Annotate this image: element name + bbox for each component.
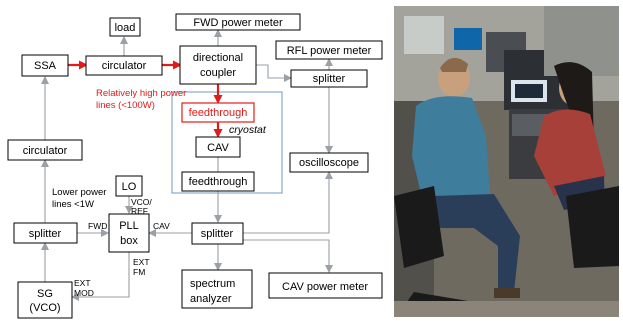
sg-label-1: SG	[37, 288, 53, 300]
directional-coupler-label-2: coupler	[200, 67, 236, 79]
splitter-right-box	[290, 69, 368, 88]
pll-label-2: box	[120, 235, 138, 247]
sg-label-2: (VCO)	[29, 302, 60, 314]
oscilloscope-label: oscilloscope	[299, 157, 359, 169]
cryostat-label: cryostat	[229, 124, 267, 136]
rf-system-block-diagram: load SSA circulator directional coupler …	[7, 13, 383, 319]
vco-label-2: REF	[131, 206, 148, 216]
splitter-right-label: splitter	[313, 73, 346, 85]
low-power-note-2: lines <1W	[52, 199, 94, 210]
feedthrough-bottom-box	[181, 171, 255, 192]
directional-coupler-label-1: directional	[193, 52, 243, 64]
ext-mod-label-1: EXT	[74, 278, 91, 288]
fwd-label: FWD	[88, 221, 107, 231]
cav-label: CAV	[207, 142, 229, 154]
circulator-left-label: circulator	[23, 145, 68, 157]
cryostat-outline	[171, 91, 283, 194]
feedthrough-top-box	[181, 102, 255, 123]
line-splitter-oscilloscope-2	[243, 171, 333, 234]
spectrum-analyzer-box	[181, 269, 253, 309]
ssa-label: SSA	[34, 60, 57, 72]
splitter-mid-label: splitter	[201, 228, 234, 240]
rfl-power-meter-label: RFL power meter	[287, 45, 372, 57]
ext-fm-label-1: EXT	[133, 257, 150, 267]
chair-left	[394, 186, 444, 268]
load-label: load	[115, 22, 136, 34]
person-right-shirt	[534, 109, 606, 196]
splitter-mid-box	[191, 222, 244, 245]
line-coupler-splitter	[256, 64, 292, 82]
person-left-jeans	[434, 194, 520, 292]
vco-label-1: VCO/	[131, 197, 152, 207]
oscilloscope-box	[289, 152, 369, 173]
cav-signal-label: CAV	[153, 221, 170, 231]
low-power-note-1: Lower power	[52, 187, 106, 198]
lab-photo	[394, 6, 619, 317]
circulator-top-label: circulator	[102, 60, 147, 72]
circulator-top-box	[85, 55, 163, 76]
splitter-left-label: splitter	[29, 228, 62, 240]
cav-box	[195, 136, 241, 158]
feedthrough-bottom-label: feedthrough	[189, 176, 248, 188]
ext-fm-label-2: FM	[133, 267, 145, 277]
circulator-left-box	[7, 139, 83, 161]
spectrum-analyzer-label-2: analyzer	[190, 293, 232, 305]
pll-label-1: PLL	[119, 220, 139, 232]
rfl-power-meter-box	[275, 40, 383, 60]
splitter-left-box	[13, 222, 78, 244]
chair-right	[566, 186, 619, 268]
line-pll-sg	[71, 252, 130, 301]
cav-power-meter-label: CAV power meter	[282, 281, 368, 293]
lo-label: LO	[122, 181, 137, 193]
pll-box	[108, 213, 150, 253]
high-power-note-2: lines (<100W)	[96, 100, 155, 111]
line-splitter-cavmeter	[243, 239, 333, 273]
ssa-box	[21, 54, 69, 77]
cav-power-meter-box	[268, 272, 383, 299]
fwd-power-meter-label: FWD power meter	[193, 17, 283, 29]
fwd-power-meter-box	[175, 13, 301, 31]
sg-vco-box	[17, 281, 73, 319]
directional-coupler-box	[179, 45, 257, 85]
feedthrough-top-label: feedthrough	[189, 107, 248, 119]
load-box	[109, 17, 141, 37]
ext-mod-label-2: MOD	[74, 288, 94, 298]
lo-box	[115, 175, 143, 197]
person-left-shirt	[412, 96, 490, 206]
wall-monitor	[454, 28, 482, 50]
spectrum-analyzer-label-1: spectrum	[190, 278, 235, 290]
high-power-note-1: Relatively high power	[96, 88, 186, 99]
